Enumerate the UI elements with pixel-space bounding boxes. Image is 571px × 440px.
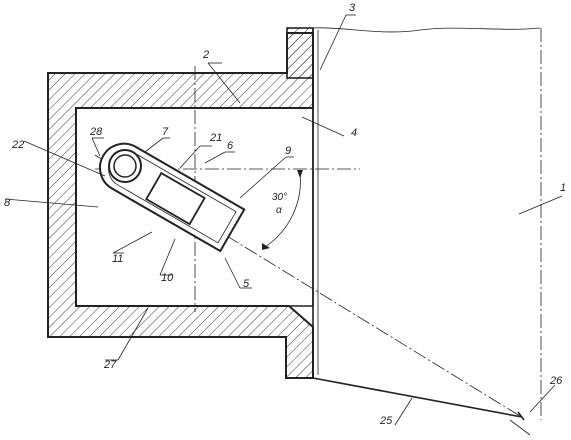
label-1: 1 bbox=[560, 182, 566, 194]
burner-assembly bbox=[99, 142, 246, 253]
bottom-wall-end bbox=[517, 411, 525, 421]
angle-symbol: α bbox=[276, 205, 282, 216]
label-25: 25 bbox=[379, 415, 393, 427]
label-9: 9 bbox=[285, 145, 291, 157]
label-26: 26 bbox=[549, 375, 563, 387]
angle-arrow-top bbox=[297, 170, 303, 178]
label-21: 21 bbox=[209, 132, 222, 144]
label-5: 5 bbox=[243, 278, 250, 290]
angle-arc bbox=[264, 171, 301, 248]
label-10: 10 bbox=[161, 272, 174, 284]
pipe-inner bbox=[113, 154, 137, 178]
label-8: 8 bbox=[4, 197, 11, 209]
label-11: 11 bbox=[112, 253, 123, 265]
bottom-wall bbox=[312, 377, 523, 418]
label-28: 28 bbox=[89, 126, 103, 138]
label-2: 2 bbox=[202, 49, 209, 61]
label-3: 3 bbox=[349, 2, 356, 14]
label-7: 7 bbox=[162, 126, 169, 138]
label-22: 22 bbox=[11, 139, 24, 151]
burner-insert bbox=[145, 171, 206, 226]
label-6: 6 bbox=[227, 140, 234, 152]
label-27: 27 bbox=[103, 359, 117, 371]
label-4: 4 bbox=[351, 127, 357, 139]
leader-lines bbox=[4, 14, 563, 436]
angle-value: 30° bbox=[272, 192, 287, 203]
vessel-wall-top bbox=[312, 27, 541, 33]
top-wall-element bbox=[286, 27, 314, 79]
angle-arrow-bottom bbox=[262, 243, 270, 250]
